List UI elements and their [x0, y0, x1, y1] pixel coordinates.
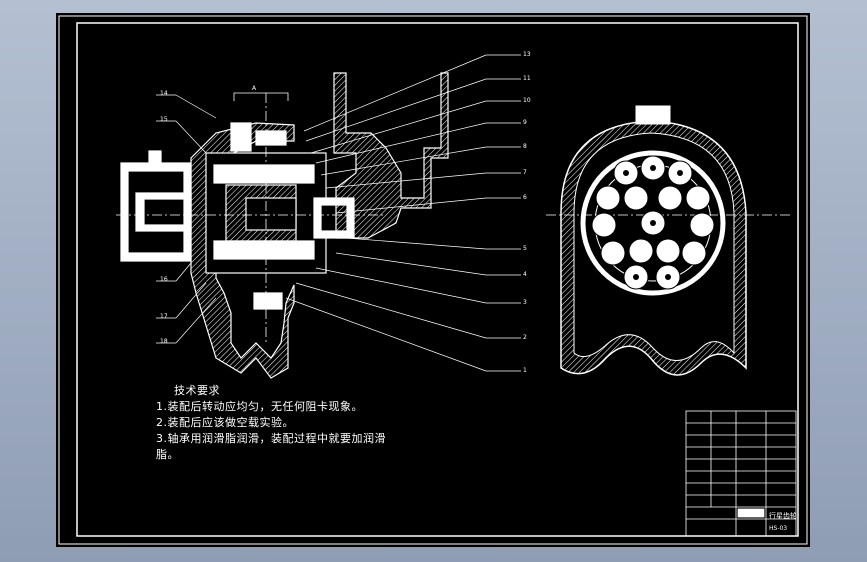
- leader-lines-right: [285, 54, 521, 372]
- part-number: 9: [523, 119, 527, 126]
- part-number: 4: [523, 271, 527, 278]
- planet-gears: [591, 155, 715, 290]
- part-number: 10: [523, 97, 531, 104]
- cad-drawing: [58, 15, 808, 545]
- title-block: [685, 410, 797, 537]
- requirement-line: 3.轴承用润滑脂润滑，装配过程中就要加润滑: [156, 432, 386, 445]
- requirement-line: 脂。: [156, 448, 179, 461]
- view-label: A: [252, 85, 257, 92]
- part-number: 13: [523, 51, 531, 58]
- part-number: 14: [160, 90, 168, 97]
- part-number: 18: [160, 338, 168, 345]
- leader-lines-left: [156, 94, 217, 344]
- drawing-title: 行星齿轮: [769, 512, 797, 520]
- part-number: 7: [523, 169, 527, 176]
- part-number: 3: [523, 299, 527, 306]
- requirement-line: 1.装配后转动应均匀，无任何阻卡现象。: [156, 400, 363, 413]
- part-number: 1: [523, 367, 527, 374]
- requirements-title: 技术要求: [174, 384, 220, 397]
- outer-frame: [58, 15, 808, 545]
- part-number: 8: [523, 143, 527, 150]
- inner-frame: [76, 22, 799, 537]
- gear-circle: [580, 150, 726, 296]
- part-number: 17: [160, 313, 168, 320]
- drawing-code: HS-03: [769, 525, 788, 532]
- section-view: [116, 72, 449, 379]
- part-number: 2: [523, 334, 527, 341]
- requirement-line: 2.装配后应该做空载实验。: [156, 416, 294, 429]
- part-number: 16: [160, 276, 168, 283]
- gear-centers: [623, 165, 683, 280]
- part-number: 6: [523, 194, 527, 201]
- drawing-sheet: 13 11 10 9 8 7 6 5 4 3 2 1 14 15 16 17 1…: [56, 13, 810, 547]
- part-number: 5: [523, 245, 527, 252]
- mount-bracket: [333, 72, 449, 239]
- part-number: 15: [160, 116, 168, 123]
- part-number: 11: [523, 75, 531, 82]
